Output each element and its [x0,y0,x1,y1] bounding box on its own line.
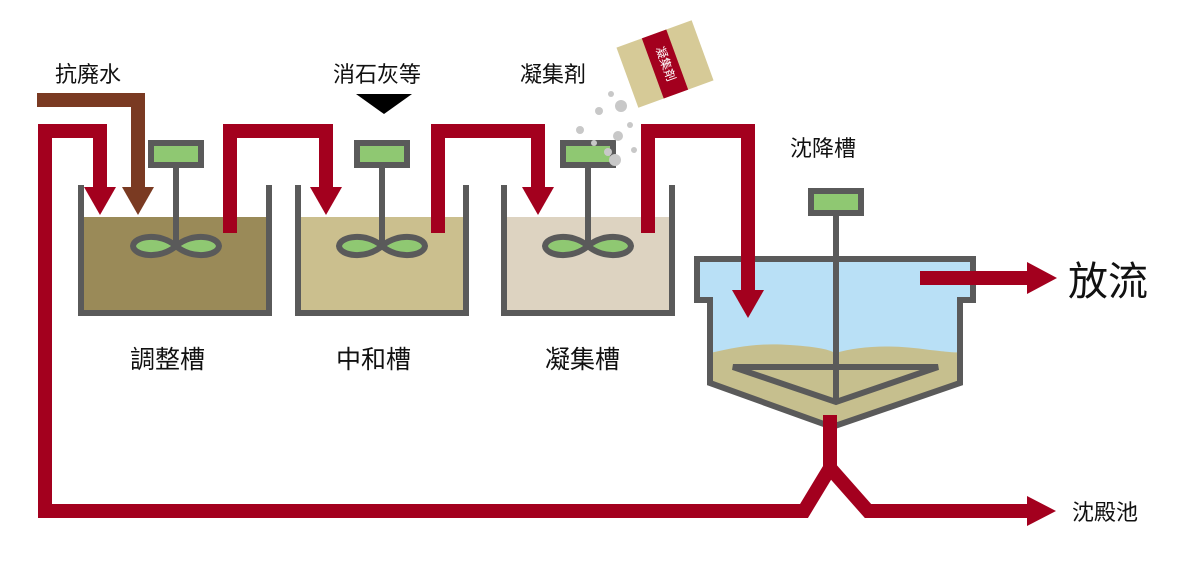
raw-water-label: 抗廃水 [55,63,121,88]
particle [595,107,603,115]
particle [608,91,614,97]
settling-tank-label: 沈降槽 [790,137,856,162]
adjustment-tank-blade-left [129,234,181,258]
neutralization-tank-motor-icon [354,140,410,168]
pipe-neutral-to-coag [431,124,545,233]
particle [613,131,623,141]
particle [609,154,621,166]
settling-tank-motor-icon [808,188,864,216]
coagulation-tank-label: 凝集槽 [545,345,620,374]
adjustment-tank-wall [78,185,272,316]
neutralization-tank [295,140,469,316]
coagulation-tank-blade-right [583,234,635,258]
particle [591,140,597,146]
discharge-arrow-icon [1027,262,1057,294]
coagulant-particles [576,91,637,166]
lime-down-arrow-icon [356,94,412,114]
coagulation-tank-wall [501,185,675,316]
particle [627,122,633,128]
lime-label: 消石灰等 [333,63,421,88]
adjustment-tank [78,140,272,316]
pipe-adjust-to-neutral [223,124,333,233]
return-arrow-icon [84,187,116,215]
adjustment-tank-label: 調整槽 [130,345,205,374]
coagulant-label: 凝集剤 [520,63,586,88]
neutralization-tank-blade-right [377,234,429,258]
neutralization-tank-blade-left [335,234,387,258]
particle [615,100,627,112]
adjustment-tank-motor-icon [148,140,204,168]
particle [576,126,584,134]
neutralization-tank-wall [295,185,469,316]
particle [604,148,612,156]
bag-label-band [641,29,689,99]
raw-water-arrow-icon [122,187,154,215]
neutralization-tank-label: 中和槽 [336,345,411,374]
particle [631,147,637,153]
coagulant-bag-icon: 凝集剤 [616,20,714,108]
sludge-pit-label: 沈殿池 [1072,501,1138,526]
arrow-to-settling-icon [732,290,764,318]
discharge-label: 放流 [1068,259,1148,305]
settling-tank [694,188,976,431]
adjustment-tank-blade-right [171,234,223,258]
arrow-to-coag-icon [522,187,554,215]
coagulation-tank-blade-left [541,234,593,258]
pipe-coag-to-settling [641,124,755,292]
raw-water-pipe [37,93,145,190]
sludge-pipe [824,463,1030,518]
arrow-to-neutral-icon [310,187,342,215]
sludge-arrow-icon [1027,496,1056,526]
settling-tank-scraper [732,364,939,406]
